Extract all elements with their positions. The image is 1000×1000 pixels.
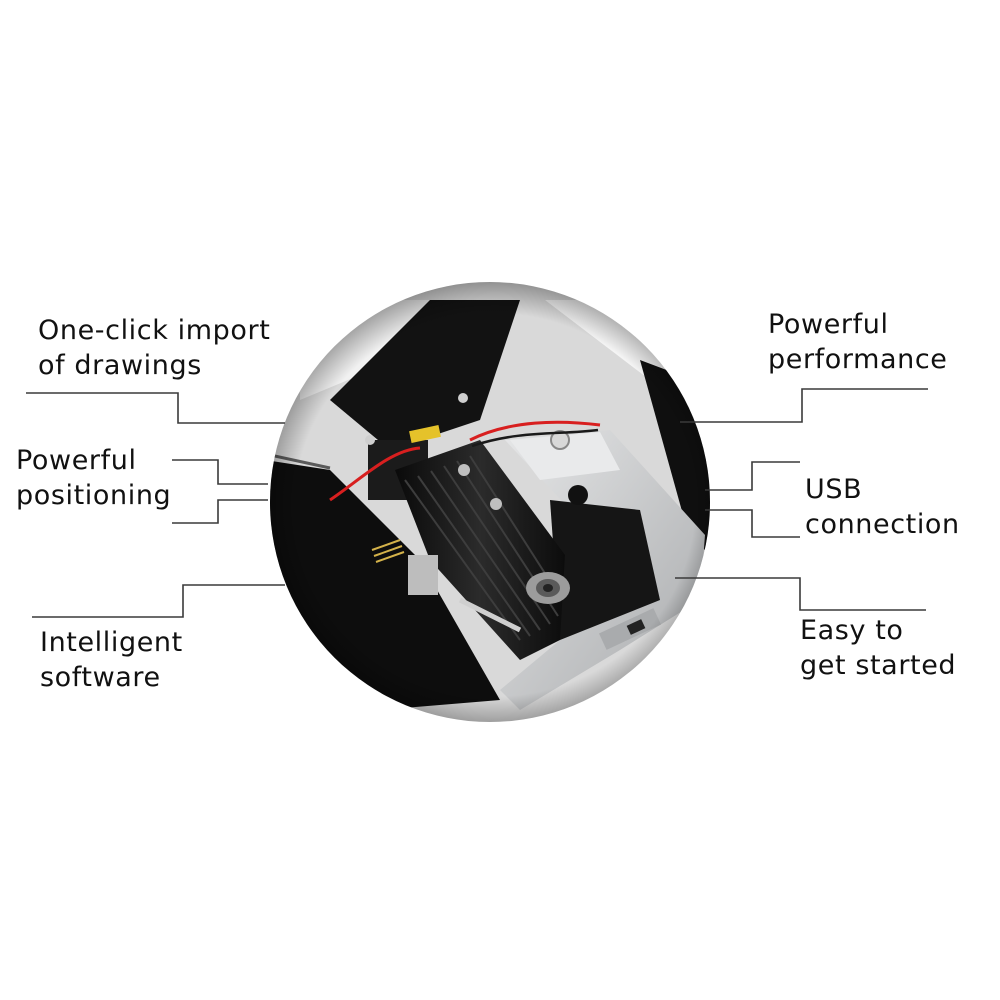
leader-position-2 <box>172 499 268 524</box>
callout-performance: Powerful performance <box>768 307 948 377</box>
callout-easy-start-line1: Easy to <box>800 615 904 646</box>
callout-import: One-click import of drawings <box>38 313 270 383</box>
callout-import-line2: of drawings <box>38 350 202 381</box>
machine-photo <box>270 282 710 722</box>
callout-software: Intelligent software <box>40 625 183 695</box>
leader-easy <box>675 577 926 611</box>
callout-positioning-line1: Powerful <box>16 445 137 476</box>
leader-software <box>32 584 285 618</box>
callout-usb-line2: connection <box>805 509 960 540</box>
leader-import <box>26 392 285 424</box>
callout-positioning-line2: positioning <box>16 480 172 511</box>
leader-perf <box>680 388 928 423</box>
callout-easy-start-line2: get started <box>800 650 957 681</box>
callout-performance-line2: performance <box>768 344 948 375</box>
callout-performance-line1: Powerful <box>768 309 889 340</box>
callout-positioning: Powerful positioning <box>16 443 171 513</box>
leader-usb-2 <box>705 509 800 538</box>
callout-usb-line1: USB <box>805 474 863 505</box>
leader-position-1 <box>172 459 268 485</box>
callout-import-line1: One-click import <box>38 315 271 346</box>
callout-easy-start: Easy to get started <box>800 613 956 683</box>
callout-software-line2: software <box>40 662 161 693</box>
callout-usb: USB connection <box>805 472 960 542</box>
callout-software-line1: Intelligent <box>40 627 183 658</box>
leader-usb-1 <box>705 461 800 491</box>
leader-lines <box>26 388 928 618</box>
